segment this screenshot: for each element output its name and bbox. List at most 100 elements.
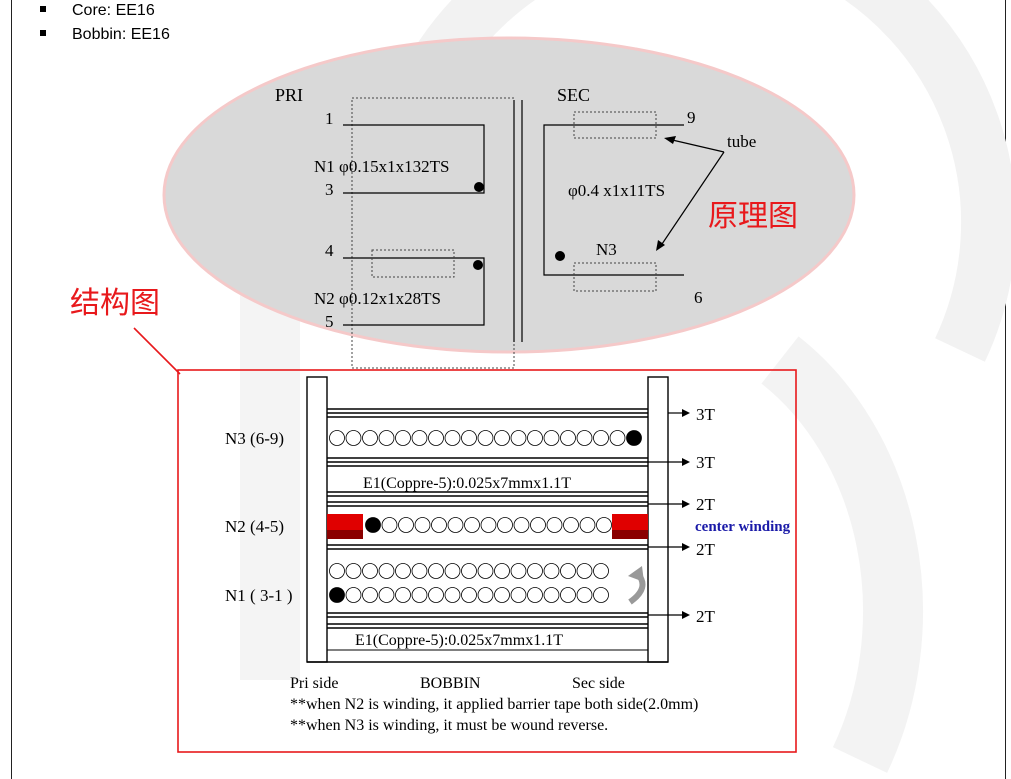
- structure-annotation: 结构图: [70, 287, 160, 320]
- n1-upper-wire: [329, 563, 345, 579]
- copper-shield-bottom: [327, 623, 648, 629]
- tape-2t-bottom-label: 2T: [696, 607, 716, 626]
- n3-wire: [444, 430, 461, 446]
- n3-wire: [560, 430, 576, 446]
- bobbin-wall-right: [647, 376, 669, 663]
- sec-side-label: Sec side: [572, 675, 625, 692]
- wire-rows: [329, 430, 642, 603]
- pri-label: PRI: [275, 85, 303, 105]
- n3-wire: [576, 430, 593, 446]
- watermark-arc: [395, 0, 1011, 362]
- n1-lower-wire: [378, 587, 395, 603]
- tape-3t-mid-label: 3T: [696, 453, 716, 472]
- arrowhead-icon: [656, 240, 665, 251]
- n2-dot: [473, 260, 483, 270]
- n1-upper-wire: [428, 563, 444, 579]
- n1-lower-wire: [593, 587, 609, 603]
- bullet-core-text: Core: EE16: [72, 2, 155, 19]
- n1-upper-wire: [444, 563, 461, 579]
- n3-wire: [477, 430, 494, 446]
- bullet-icon: [40, 5, 46, 12]
- n1-upper-wire: [345, 563, 362, 579]
- n2-wire: [563, 517, 579, 533]
- n3-wire: [510, 430, 527, 446]
- tape-layer-3t-top: [327, 408, 648, 418]
- n1-upper-wire: [576, 563, 593, 579]
- n1-upper-wire: [593, 563, 609, 579]
- tape-layer-3t-mid: [327, 457, 648, 467]
- n2-wire: [447, 517, 464, 533]
- tape-2t-mid-label: 2T: [696, 540, 716, 559]
- barrier-tape-right-shade: [612, 530, 648, 539]
- n2-wire: [546, 517, 563, 533]
- tube-arrow-bottom: [659, 151, 725, 248]
- n2-spec: N2 φ0.12x1x28TS: [314, 289, 441, 308]
- e1-bottom-label: E1(Coppre-5):0.025x7mmx1.1T: [355, 632, 563, 649]
- pin-9: 9: [687, 108, 696, 127]
- tape-layer-2t-bottom: [327, 612, 648, 618]
- page-border-left: [11, 0, 12, 779]
- n2-wire: [398, 517, 414, 533]
- watermark-arc: [761, 336, 924, 773]
- n1-spec: N1 φ0.15x1x132TS: [314, 157, 449, 176]
- pin-4: 4: [325, 241, 334, 260]
- n1-dot: [474, 182, 484, 192]
- bullet-bobbin-text: Bobbin: EE16: [72, 26, 170, 43]
- n2-wire: [381, 517, 398, 533]
- bullet-bobbin: Bobbin: EE16: [40, 26, 170, 44]
- n1-lower-wire: [560, 587, 576, 603]
- pri-side-label: Pri side: [290, 675, 338, 692]
- n2-wire: [513, 517, 530, 533]
- n3-wire: [411, 430, 428, 446]
- n1-lower-start-dot: [329, 587, 345, 603]
- n1-lower-wire: [395, 587, 411, 603]
- n2-wire: [497, 517, 513, 533]
- arrowhead-icon: [682, 611, 690, 619]
- n3-wire: [494, 430, 510, 446]
- barrier-tape-left-shade: [327, 530, 363, 539]
- n1-layer-label: N1 ( 3-1 ): [225, 586, 293, 605]
- curved-arrow-icon: [628, 566, 644, 582]
- n1-lower-wire: [345, 587, 362, 603]
- n3-label: N3: [596, 240, 617, 259]
- tape-3t-top-label: 3T: [696, 405, 716, 424]
- n1-lower-wire: [510, 587, 527, 603]
- n2-wire: [464, 517, 480, 533]
- sec-tube-bottom: [573, 262, 657, 292]
- n1-lower-wire: [527, 587, 543, 603]
- pin-3: 3: [325, 180, 334, 199]
- n1-upper-wire: [477, 563, 494, 579]
- n1-upper-wire: [411, 563, 428, 579]
- n2-wire: [414, 517, 431, 533]
- annotation-arrow: [133, 327, 181, 375]
- pin-6: 6: [694, 288, 703, 307]
- pin-1: 1: [325, 109, 334, 128]
- bobbin-label: BOBBIN: [420, 675, 481, 692]
- schematic-ellipse: [162, 36, 856, 354]
- n1-upper-wire: [560, 563, 576, 579]
- tape-callouts: [648, 409, 690, 619]
- n3-wire: [609, 430, 626, 446]
- arrowhead-icon: [682, 543, 690, 551]
- copper-shield-top: [327, 491, 648, 497]
- bobbin-wall-left: [306, 376, 328, 663]
- n1-lower-wire: [362, 587, 378, 603]
- n1-upper-wire: [527, 563, 543, 579]
- arrowhead-icon: [682, 500, 690, 508]
- n3-wire: [378, 430, 395, 446]
- n1-lower-wire: [428, 587, 444, 603]
- n1-lower-wire: [494, 587, 510, 603]
- n2-start-dot: [365, 517, 381, 533]
- tape-2t-top-label: 2T: [696, 495, 716, 514]
- arrowhead-icon: [664, 136, 676, 144]
- n3-wire: [345, 430, 362, 446]
- n1-lower-wire: [444, 587, 461, 603]
- n2-tube: [371, 249, 455, 278]
- n1-upper-wire: [543, 563, 560, 579]
- sec-winding: [543, 124, 684, 276]
- sec-spec: φ0.4 x1x11TS: [568, 181, 665, 200]
- schematic-annotation: 原理图: [708, 200, 798, 233]
- n3-start-dot: [626, 430, 642, 446]
- bullet-icon: [40, 29, 46, 36]
